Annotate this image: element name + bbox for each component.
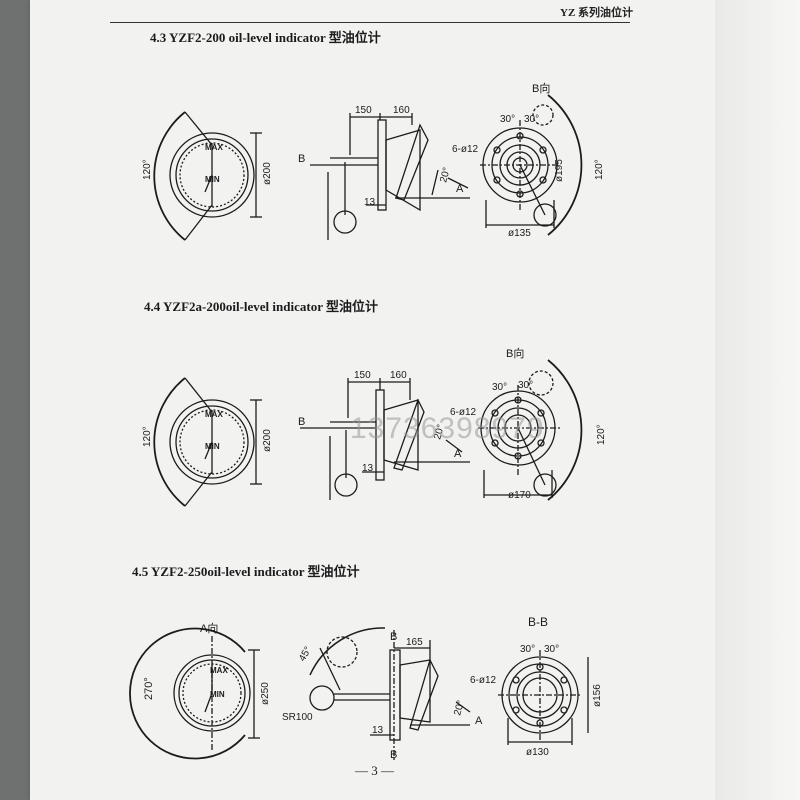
label-4-3-ang2: 30°: [524, 114, 539, 125]
label-4-5-cut-b-bottom: B: [390, 749, 397, 761]
label-4-3-dia-gauge: ø200: [262, 162, 273, 185]
label-4-4-view-a: A: [454, 448, 462, 460]
label-4-5-gauge-min: MIN: [210, 690, 225, 699]
label-4-4-angle-tilt: 20°: [432, 423, 447, 440]
label-4-4-holes: 6-ø12: [450, 407, 477, 418]
header-rule: [110, 22, 630, 23]
label-4-5-angle-tilt: 20°: [452, 699, 467, 716]
label-4-4-dim-b: 160: [390, 370, 407, 381]
drawing-4-3-front-view: [153, 111, 262, 241]
label-4-4-ang1: 30°: [492, 382, 507, 393]
label-4-5-gauge-max: MAX: [210, 666, 228, 675]
label-4-5-holes: 6-ø12: [470, 675, 497, 686]
label-4-3-gauge-max: MAX: [205, 143, 223, 152]
drawing-4-3-side-view: [310, 113, 470, 240]
label-4-4-dim-small: 13: [362, 463, 374, 474]
label-4-5-view-a: A: [475, 715, 483, 727]
page-edge: [715, 0, 800, 800]
label-4-3-dim-a: 150: [355, 105, 372, 116]
label-4-3-dim-small: 13: [364, 197, 376, 208]
label-4-3-dia-bolt: ø135: [508, 228, 531, 239]
section-heading-4-5: 4.5 YZF2-250oil-level indicator 型油位计: [132, 564, 360, 579]
page-number: — 3 —: [355, 763, 394, 778]
label-4-4-ang2: 30°: [518, 380, 533, 391]
label-4-4-view-b-dir: B向: [506, 346, 524, 360]
label-4-5-angle-left: 270°: [143, 677, 155, 700]
label-4-3-holes: 6-ø12: [452, 144, 479, 155]
header-title: YZ 系列油位计: [560, 7, 634, 19]
label-4-3-angle-tilt: 20°: [438, 166, 453, 183]
label-4-3-view-a: A: [456, 183, 464, 195]
drawing-4-5-front-view: [129, 627, 260, 760]
label-4-3-angle-left: 120°: [142, 159, 153, 180]
label-4-4-dim-a: 150: [354, 370, 371, 381]
label-4-5-dim-a: 165: [406, 637, 423, 648]
watermark: 13736398979: [350, 412, 545, 445]
label-4-5-dim-small: 13: [372, 725, 384, 736]
label-4-5-sphere: SR100: [282, 712, 313, 723]
drawing-4-5-section-view: [498, 650, 589, 745]
label-4-4-dia-bolt: ø170: [508, 490, 531, 501]
label-4-5-ang1: 30°: [520, 644, 535, 655]
label-4-4-view-b: B: [298, 416, 305, 428]
document-page: [30, 0, 730, 800]
label-4-3-angle-right: 120°: [594, 159, 605, 180]
label-4-5-dia-inner: ø156: [592, 684, 603, 707]
label-4-5-dia-gauge: ø250: [260, 682, 271, 705]
label-4-3-dim-b: 160: [393, 105, 410, 116]
label-4-4-gauge-min: MIN: [205, 442, 220, 451]
label-4-5-dia-bolt: ø130: [526, 747, 549, 758]
label-4-3-ang1: 30°: [500, 114, 515, 125]
drawing-4-5-side-view: [309, 627, 471, 760]
label-4-4-dia-gauge: ø200: [262, 429, 273, 452]
drawing-4-4-rear-view: [478, 359, 583, 501]
label-4-4-gauge-max: MAX: [205, 410, 223, 419]
label-4-4-angle-right: 120°: [596, 424, 607, 445]
drawing-4-4-side-view: [300, 378, 470, 500]
label-4-3-gauge-min: MIN: [205, 175, 220, 184]
label-4-5-ang2: 30°: [544, 644, 559, 655]
label-4-3-view-b: B: [298, 153, 305, 165]
drawing-4-4-front-view: [153, 377, 262, 507]
section-heading-4-3: 4.3 YZF2-200 oil-level indicator 型油位计: [150, 30, 381, 45]
label-4-5-view-a-dir: A向: [200, 621, 218, 635]
label-4-4-angle-left: 120°: [142, 426, 153, 447]
label-4-5-angle-float: 45°: [297, 645, 314, 664]
drawing-4-3-rear-view: [480, 94, 583, 236]
label-4-5-cut-b-top: B: [390, 631, 397, 643]
label-4-5-section: B-B: [528, 615, 548, 629]
section-heading-4-4: 4.4 YZF2a-200oil-level indicator 型油位计: [144, 299, 378, 314]
label-4-3-view-b-dir: B向: [532, 81, 550, 95]
label-4-3-dia-inner: ø195: [554, 159, 565, 182]
